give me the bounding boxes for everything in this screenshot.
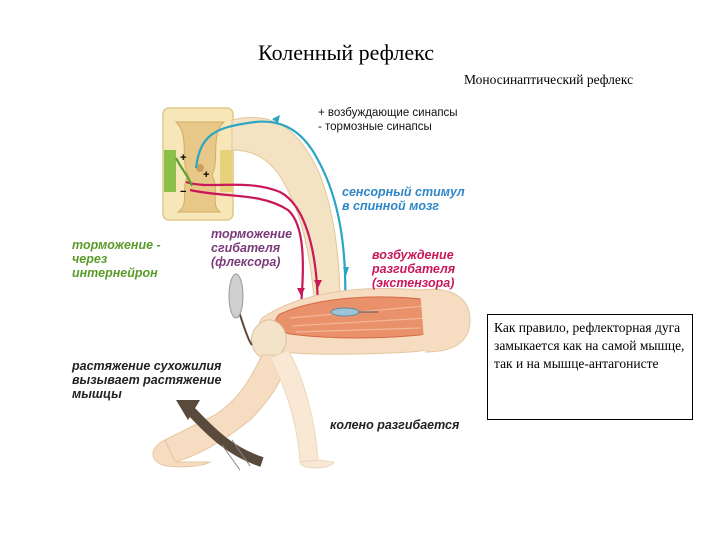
label-flexor: торможение сгибателя (флексора) bbox=[211, 227, 293, 269]
legend-inhibitory: - тормозные синапсы bbox=[318, 121, 432, 133]
interneuron-path bbox=[175, 157, 194, 187]
page-subtitle: Моносинаптический рефлекс bbox=[464, 72, 634, 87]
motor-neuron-flexor bbox=[189, 188, 304, 319]
motor-arrow-icon bbox=[314, 280, 322, 288]
sensory-neuron-path bbox=[194, 120, 347, 311]
sensory-arrow-icon-2 bbox=[343, 267, 349, 276]
label-interneuron: торможение - через интернейрон bbox=[72, 238, 161, 280]
synapse-plus-icon-2: + bbox=[203, 169, 209, 181]
sensory-arrow-icon bbox=[272, 115, 280, 123]
motor-neuron-extensor bbox=[185, 180, 320, 316]
foot bbox=[152, 439, 212, 468]
reflex-hammer-icon bbox=[228, 273, 253, 346]
note-box: Как правило, рефлекторная дуга замыкаетс… bbox=[487, 314, 693, 420]
hip bbox=[419, 288, 471, 353]
extended-leg bbox=[269, 349, 319, 463]
quadriceps-muscle bbox=[275, 296, 437, 339]
label-knee: колено разгибается bbox=[330, 418, 460, 432]
nerve-bundle bbox=[231, 116, 341, 311]
muscle-spindle bbox=[330, 307, 360, 317]
motion-arrow-icon bbox=[184, 404, 264, 467]
label-stretch: растяжение сухожилия вызывает растяжение… bbox=[72, 359, 222, 401]
synapse-plus-icon: + bbox=[180, 152, 186, 164]
legend-excitatory: + возбуждающие синапсы bbox=[318, 107, 458, 119]
page-title: Коленный рефлекс bbox=[258, 40, 435, 65]
motor-arrow-icon-2 bbox=[297, 288, 305, 296]
motion-arrowhead-icon bbox=[176, 400, 200, 420]
label-sensory: сенсорный стимул в спинной мозг bbox=[342, 185, 465, 213]
synapse-minus-icon: − bbox=[180, 186, 186, 198]
label-extensor: возбуждение разгибателя (экстензора) bbox=[372, 248, 456, 290]
spinal-cord bbox=[162, 107, 234, 221]
